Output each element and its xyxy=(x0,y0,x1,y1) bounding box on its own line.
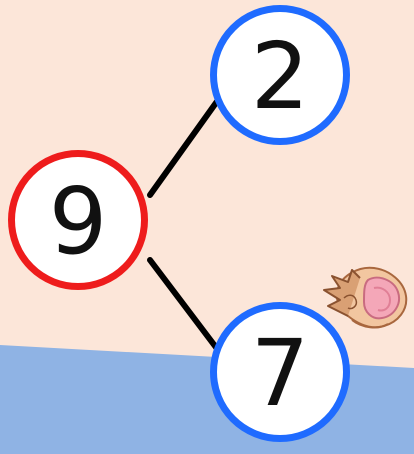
conch-shell-icon xyxy=(323,266,408,329)
part-bottom-value: 7 xyxy=(250,320,310,427)
part-circle-bottom[interactable]: 7 xyxy=(210,302,350,442)
part-circle-top[interactable]: 2 xyxy=(210,5,350,145)
total-circle[interactable]: 9 xyxy=(8,150,148,290)
total-value: 9 xyxy=(48,168,108,275)
part-top-value: 2 xyxy=(250,23,310,130)
